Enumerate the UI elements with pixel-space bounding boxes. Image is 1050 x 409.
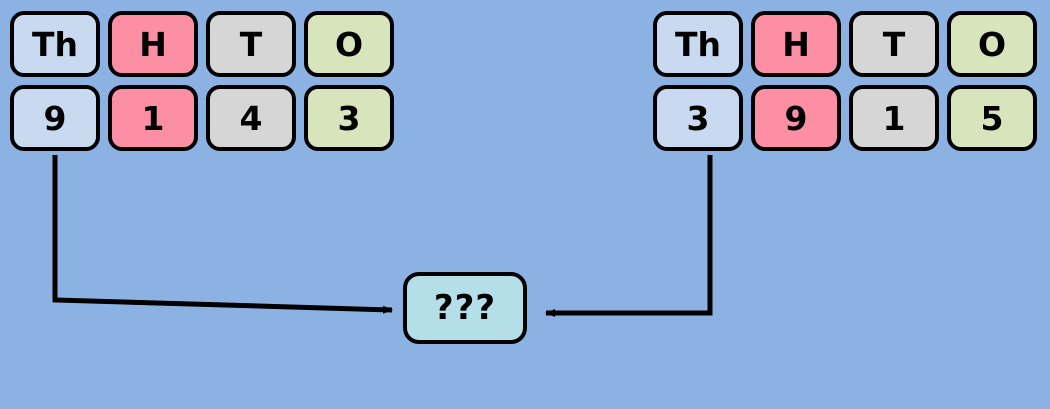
- right-header-hundreds[interactable]: H: [751, 11, 841, 77]
- right-column-thousands: Th 3: [653, 11, 743, 151]
- right-column-hundreds: H 9: [751, 11, 841, 151]
- right-to-result-arrow: [545, 155, 713, 317]
- left-value-tens[interactable]: 4: [206, 85, 296, 151]
- right-header-ones[interactable]: O: [947, 11, 1037, 77]
- left-column-thousands: Th 9: [10, 11, 100, 151]
- left-value-hundreds[interactable]: 1: [108, 85, 198, 151]
- left-header-ones[interactable]: O: [304, 11, 394, 77]
- right-value-ones[interactable]: 5: [947, 85, 1037, 151]
- left-header-tens[interactable]: T: [206, 11, 296, 77]
- right-header-tens[interactable]: T: [849, 11, 939, 77]
- right-header-thousands[interactable]: Th: [653, 11, 743, 77]
- right-column-tens: T 1: [849, 11, 939, 151]
- left-header-hundreds[interactable]: H: [108, 11, 198, 77]
- left-value-ones[interactable]: 3: [304, 85, 394, 151]
- right-column-ones: O 5: [947, 11, 1037, 151]
- right-place-value-chart: Th 3 H 9 T 1 O 5: [653, 11, 1037, 151]
- left-to-result-arrow: [52, 155, 393, 314]
- right-value-hundreds[interactable]: 9: [751, 85, 841, 151]
- left-place-value-chart: Th 9 H 1 T 4 O 3: [10, 11, 394, 151]
- right-value-thousands[interactable]: 3: [653, 85, 743, 151]
- left-column-tens: T 4: [206, 11, 296, 151]
- right-value-tens[interactable]: 1: [849, 85, 939, 151]
- left-column-ones: O 3: [304, 11, 394, 151]
- left-column-hundreds: H 1: [108, 11, 198, 151]
- left-header-thousands[interactable]: Th: [10, 11, 100, 77]
- left-value-thousands[interactable]: 9: [10, 85, 100, 151]
- result-unknown-node[interactable]: ???: [403, 272, 527, 344]
